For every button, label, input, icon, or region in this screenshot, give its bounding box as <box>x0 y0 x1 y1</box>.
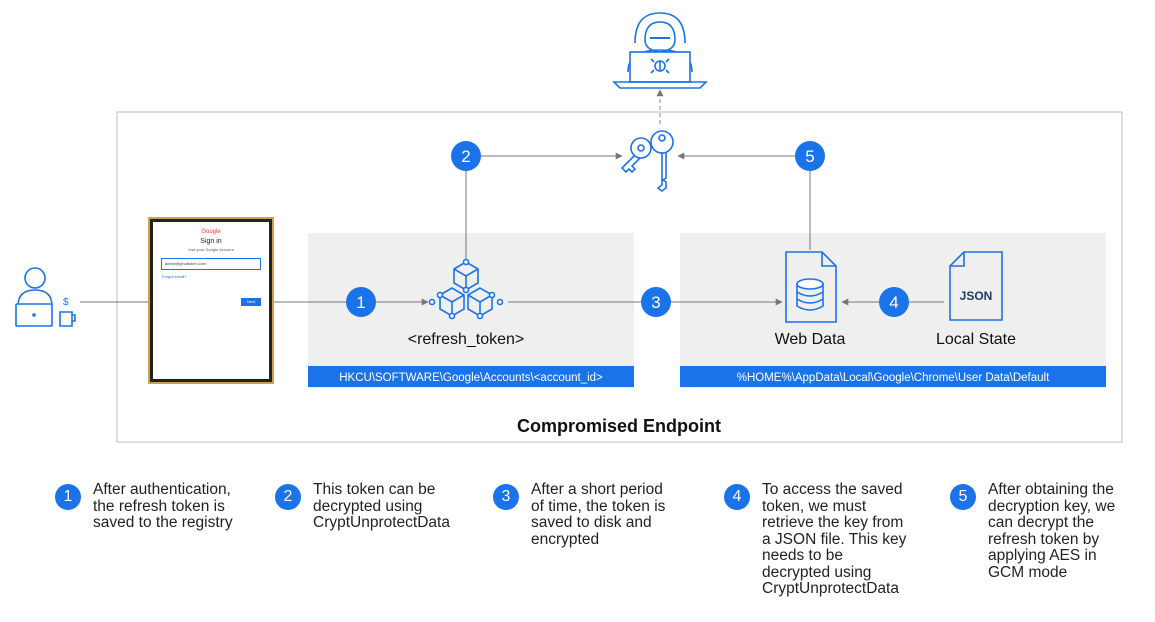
badge-1: 1 <box>346 287 376 317</box>
json-badge: JSON <box>960 289 993 303</box>
badge-2: 2 <box>451 141 481 171</box>
step-2: 2 This token can be decrypted using Cryp… <box>275 481 480 532</box>
endpoint-frame <box>116 111 1123 443</box>
svg-text:2: 2 <box>461 147 470 166</box>
svg-text:1: 1 <box>356 293 365 312</box>
step-1: 1 After authentication, the refresh toke… <box>55 481 260 532</box>
svg-text:$: $ <box>63 297 69 308</box>
registry-path-bar <box>308 366 634 387</box>
endpoint-label: Compromised Endpoint <box>517 416 721 436</box>
signin-heading: Sign in <box>200 238 222 245</box>
local-state-label: Local State <box>936 331 1016 348</box>
google-signin-window: Google Sign in Use your Google Account a… <box>150 219 272 382</box>
web-data-label: Web Data <box>775 331 846 348</box>
forgot-email-link[interactable]: Forgot email? <box>162 274 187 279</box>
step-3: 3 After a short period of time, the toke… <box>493 481 698 548</box>
disk-path: %HOME%\AppData\Local\Google\Chrome\User … <box>737 372 1050 384</box>
step-1-number: 1 <box>55 484 81 510</box>
badge-4: 4 <box>879 287 909 317</box>
hacker-icon <box>612 12 708 89</box>
step-2-text: This token can be decrypted using CryptU… <box>313 481 450 531</box>
user-laptop-icon: $ <box>15 267 76 327</box>
email-field[interactable]: admin@prodtoken.com <box>161 258 261 270</box>
step-1-text: After authentication, the refresh token … <box>93 481 233 531</box>
step-3-text: After a short period of time, the token … <box>531 481 666 548</box>
refresh-token-label: <refresh_token> <box>408 331 525 348</box>
step-5: 5 After obtaining the decryption key, we… <box>950 481 1155 581</box>
json-file-icon <box>949 251 1003 321</box>
step-5-text: After obtaining the decryption key, we c… <box>988 481 1116 581</box>
step-4: 4 To access the saved token, we must ret… <box>724 481 929 598</box>
database-file-icon <box>785 251 837 323</box>
next-button[interactable]: Next <box>241 298 261 306</box>
token-cubes-icon <box>428 258 504 320</box>
step-5-number: 5 <box>950 484 976 510</box>
google-logo: Google <box>201 229 221 235</box>
svg-text:4: 4 <box>889 293 898 312</box>
keys-icon <box>620 130 674 192</box>
registry-path: HKCU\SOFTWARE\Google\Accounts\<account_i… <box>339 372 603 384</box>
step-3-number: 3 <box>493 484 519 510</box>
svg-text:3: 3 <box>651 293 660 312</box>
badge-3: 3 <box>641 287 671 317</box>
step-4-text: To access the saved token, we must retri… <box>762 481 907 597</box>
step-2-number: 2 <box>275 484 301 510</box>
signin-subtitle: Use your Google Account <box>188 247 234 252</box>
badge-5: 5 <box>795 141 825 171</box>
step-4-number: 4 <box>724 484 750 510</box>
disk-path-bar <box>680 366 1106 387</box>
svg-text:5: 5 <box>805 147 814 166</box>
